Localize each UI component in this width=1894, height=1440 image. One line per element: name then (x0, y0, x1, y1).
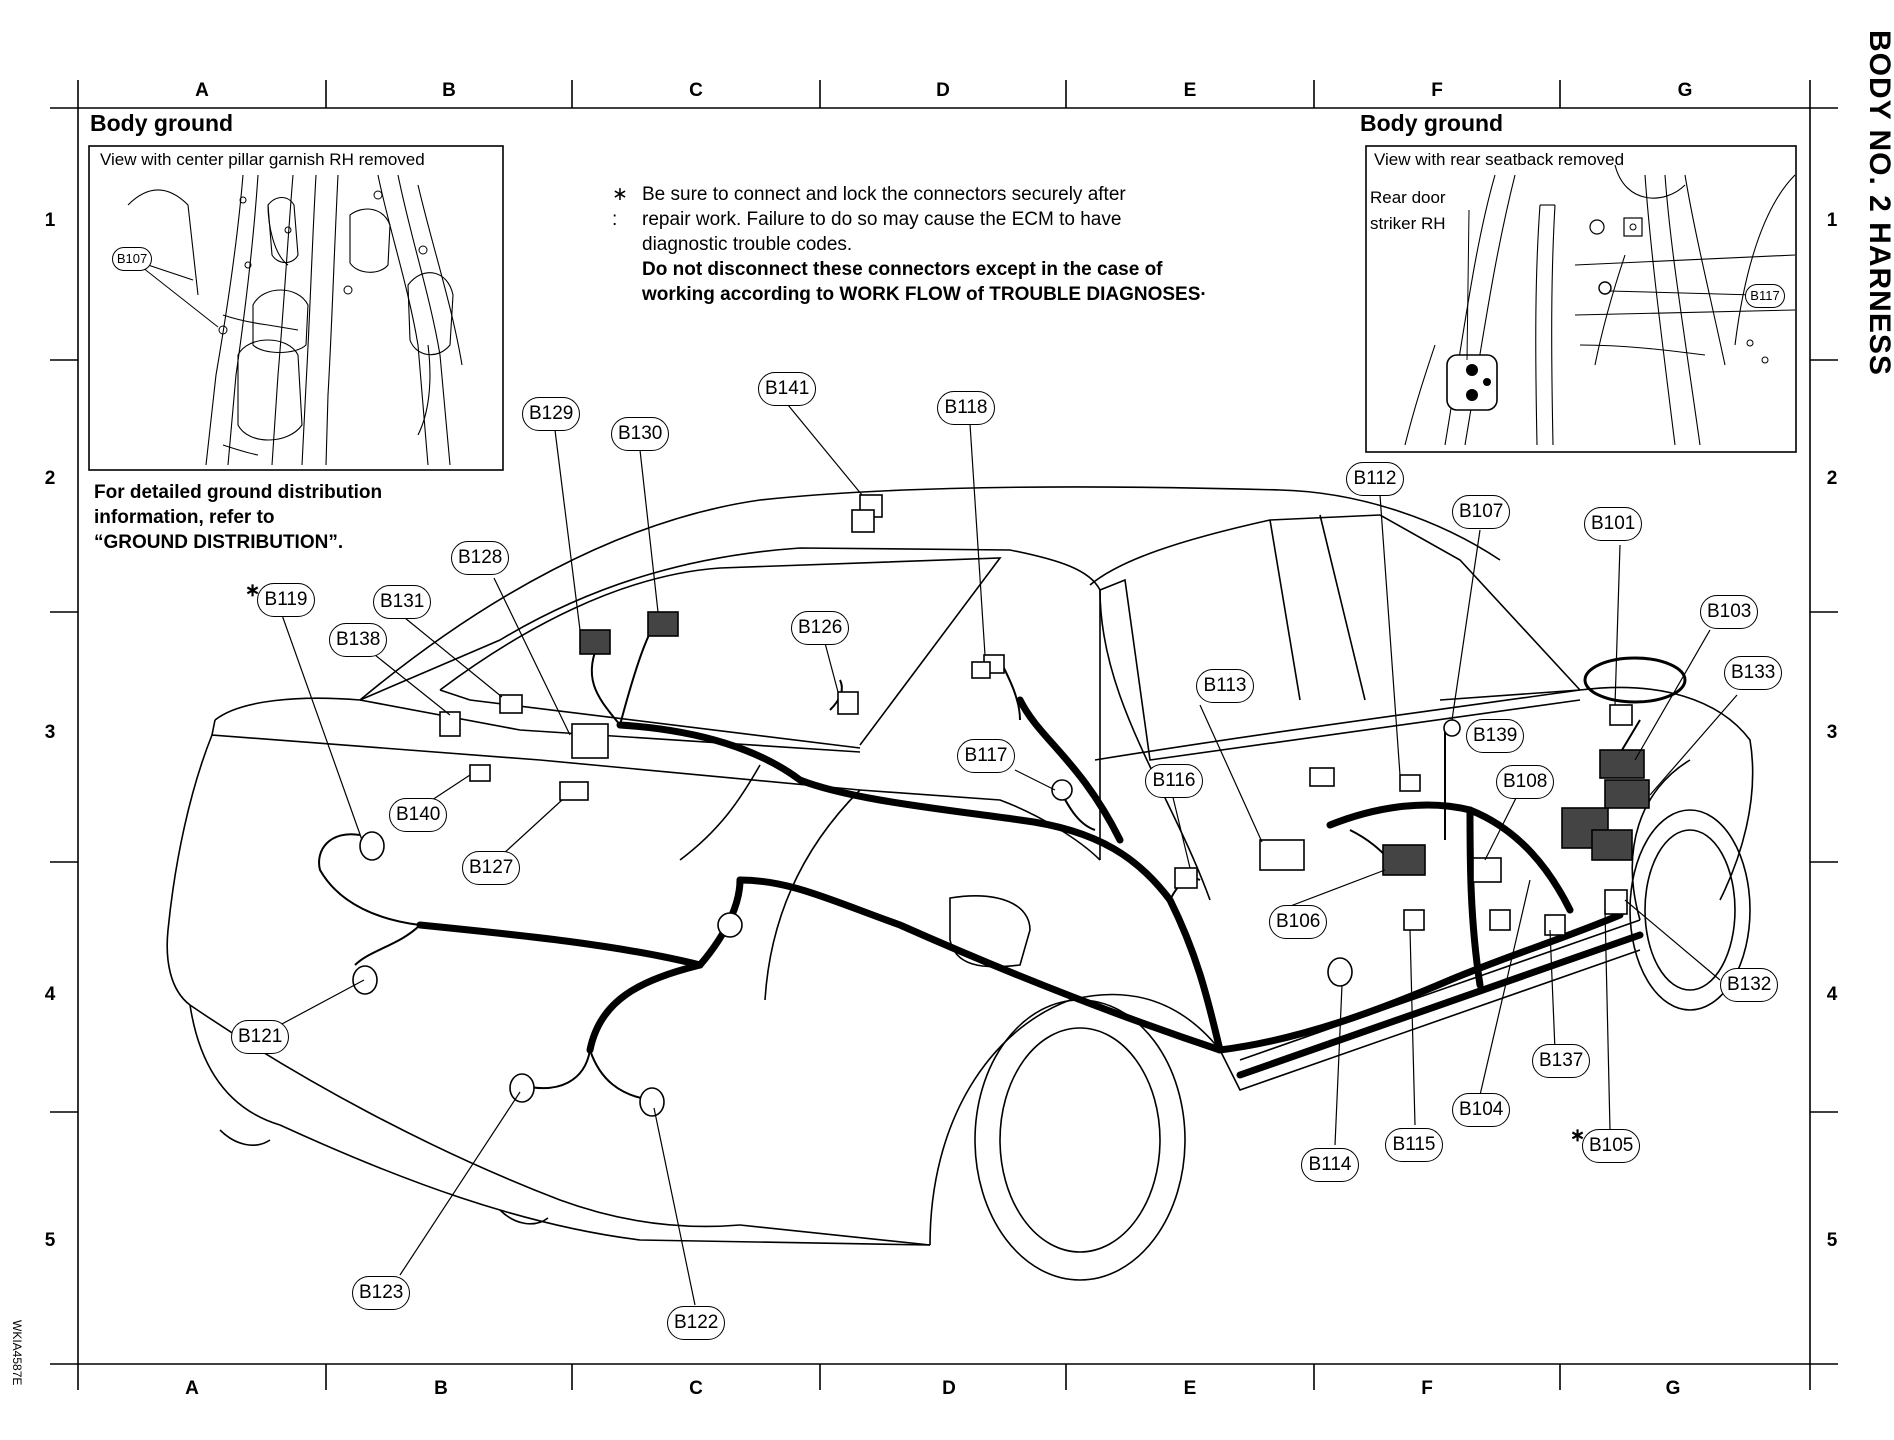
connector-label-b137: B137 (1532, 1044, 1591, 1078)
connector-label-b104: B104 (1452, 1093, 1511, 1127)
column-footer-a: A (185, 1378, 199, 1399)
connector-label-b133: B133 (1724, 656, 1783, 690)
row-marker-5: 5 (1826, 1230, 1838, 1251)
connector-label-b115: B115 (1385, 1128, 1443, 1162)
ground-note-line-1: For detailed ground distribution (94, 482, 383, 503)
connector-label-b127: B127 (462, 851, 521, 885)
inset-right-label-line2: striker RH (1370, 214, 1446, 233)
connector-label-b121: B121 (231, 1020, 290, 1054)
connector-label-b129: B129 (522, 397, 581, 431)
page-title: BODY NO. 2 HARNESS (1863, 30, 1894, 376)
connector-label-b118: B118 (937, 391, 995, 425)
caution-line-3: diagnostic trouble codes. (642, 234, 853, 255)
connector-label-b130: B130 (611, 417, 670, 451)
connector-label-b114: B114 (1301, 1148, 1359, 1182)
star-mark-b119: ∗ (245, 580, 261, 600)
row-header-2: 2 (44, 468, 56, 489)
caution-star: ∗ : (612, 184, 628, 230)
connector-label-b106: B106 (1269, 905, 1328, 939)
inset-left-caption: View with center pillar garnish RH remov… (100, 150, 425, 169)
connector-label-b138: B138 (329, 623, 388, 657)
connector-label-b113: B113 (1196, 669, 1254, 703)
inset-right-drawing (1365, 145, 1797, 453)
column-header-d: D (936, 80, 950, 101)
column-footer-d: D (942, 1378, 956, 1399)
connector-label-b112: B112 (1346, 462, 1404, 496)
ground-note-line-2: information, refer to (94, 507, 275, 528)
connector-label-b128: B128 (451, 541, 510, 575)
ground-note-line-3: “GROUND DISTRIBUTION”. (94, 532, 344, 553)
connector-label-b141: B141 (758, 372, 817, 406)
inset-right-connector-b117: B117 (1745, 284, 1785, 308)
connector-label-b132: B132 (1720, 968, 1779, 1002)
caution-line-1: Be sure to connect and lock the connecto… (642, 184, 1126, 205)
column-header-a: A (195, 80, 209, 101)
inset-left-connector-b107: B107 (112, 247, 152, 271)
row-marker-4: 4 (1826, 984, 1838, 1005)
image-id: WKIA4587E (10, 1320, 24, 1386)
column-footer-e: E (1183, 1378, 1197, 1399)
star-mark-b105: ∗ (1570, 1125, 1586, 1145)
connector-label-b123: B123 (352, 1276, 411, 1310)
row-marker-1: 1 (1826, 210, 1838, 231)
column-header-g: G (1677, 80, 1693, 101)
column-header-e: E (1183, 80, 1197, 101)
connector-label-b139: B139 (1466, 719, 1525, 753)
harness-wires (416, 696, 1644, 1079)
row-marker-2: 2 (1826, 468, 1838, 489)
column-footer-c: C (689, 1378, 703, 1399)
connector-label-b101: B101 (1584, 507, 1643, 541)
caution-line-2: repair work. Failure to do so may cause … (642, 209, 1122, 230)
caution-line-5: working according to WORK FLOW of TROUBL… (642, 284, 1207, 305)
inset-left-heading: Body ground (90, 110, 234, 136)
harness-thin-wires (318, 614, 1641, 1101)
connector-bodies (352, 494, 1650, 1117)
column-header-c: C (689, 80, 703, 101)
connector-label-b131: B131 (373, 585, 432, 619)
inset-left-drawing (88, 145, 504, 471)
inset-right-caption: View with rear seatback removed (1374, 150, 1625, 169)
column-footer-f: F (1421, 1378, 1433, 1399)
connector-label-b116: B116 (1145, 764, 1203, 798)
connector-label-b103: B103 (1700, 595, 1759, 629)
connector-label-b122: B122 (667, 1306, 726, 1340)
row-marker-3: 3 (1826, 722, 1838, 743)
connector-label-b126: B126 (791, 611, 850, 645)
connector-label-b108: B108 (1496, 765, 1555, 799)
column-header-b: B (442, 80, 456, 101)
inset-right-label-line1: Rear door (1370, 188, 1446, 207)
connector-label-b117: B117 (957, 739, 1015, 773)
row-header-3: 3 (44, 722, 56, 743)
connector-label-b140: B140 (389, 798, 448, 832)
ground-distribution-note: For detailed ground distribution informa… (94, 480, 382, 555)
connector-label-b119: B119 (257, 583, 315, 617)
row-header-5: 5 (44, 1230, 56, 1251)
row-header-1: 1 (44, 210, 56, 231)
row-header-4: 4 (44, 984, 56, 1005)
column-footer-g: G (1665, 1378, 1681, 1399)
column-header-f: F (1431, 80, 1443, 101)
leader-lines (279, 404, 1738, 1306)
caution-line-4: Do not disconnect these connectors excep… (642, 259, 1163, 280)
inset-right-heading: Body ground (1360, 110, 1504, 136)
connector-label-b105: B105 (1582, 1129, 1641, 1163)
connector-label-b107: B107 (1452, 495, 1511, 529)
column-footer-b: B (434, 1378, 448, 1399)
